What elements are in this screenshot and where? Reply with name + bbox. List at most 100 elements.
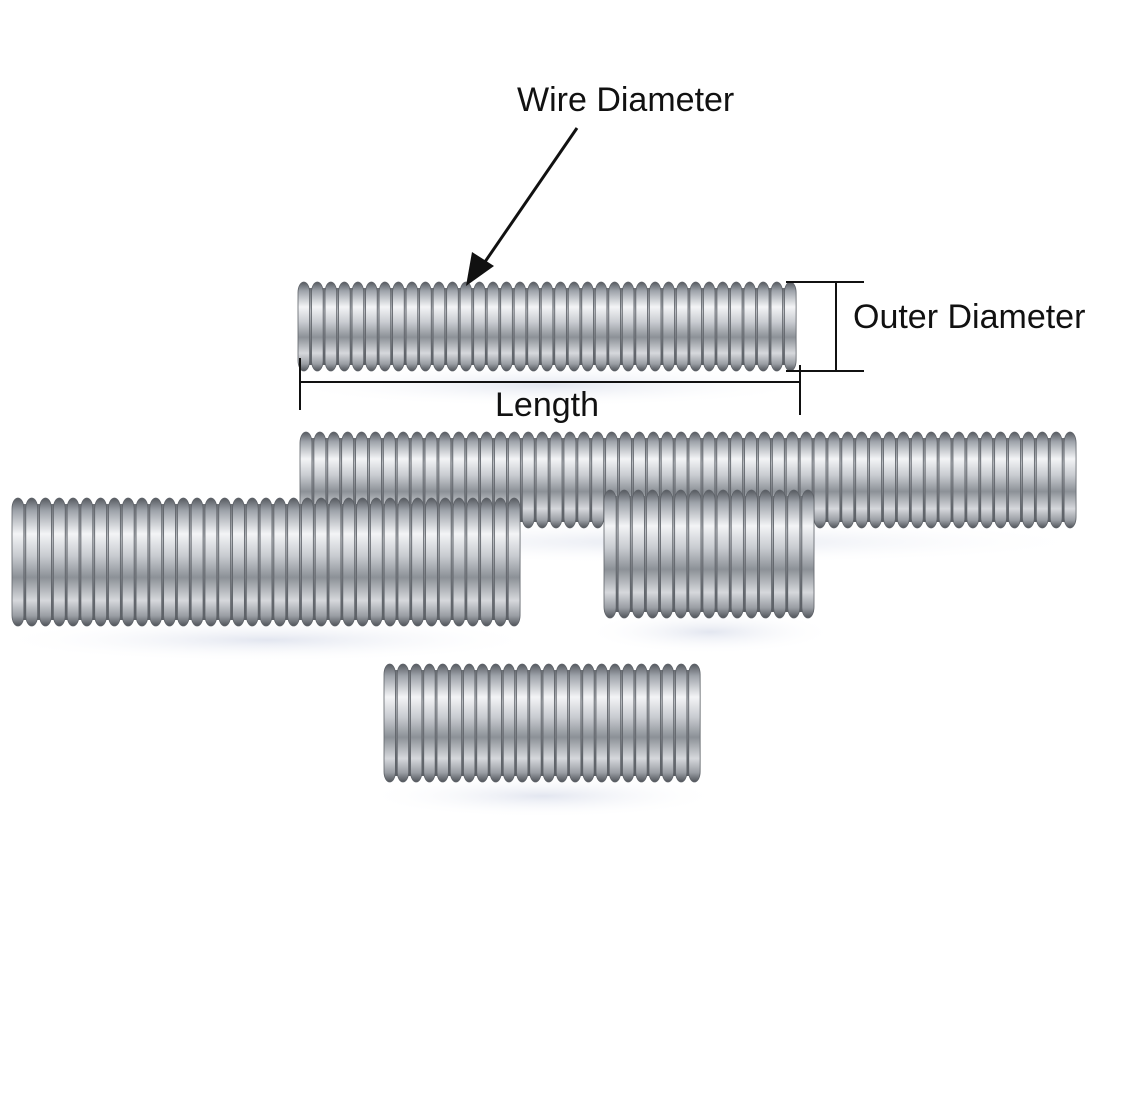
spring-left-coil xyxy=(507,497,521,627)
length-dimension xyxy=(299,358,801,415)
spring-short-right-coil xyxy=(702,489,716,619)
spring-bottom-coil xyxy=(489,663,502,783)
spring-left-coil xyxy=(149,497,163,627)
spring-bottom-coil xyxy=(555,663,569,783)
spring-left-coil xyxy=(94,497,107,627)
spring-long-coil xyxy=(549,431,563,529)
spring-bottom-coil xyxy=(463,663,476,783)
wire-diameter-arrow xyxy=(476,127,579,273)
spring-reference-coil xyxy=(743,281,756,372)
spring-reference-coil xyxy=(675,281,689,372)
spring-short-right-coil xyxy=(631,489,645,619)
spring-left-coil xyxy=(452,497,466,627)
spring-long-coil xyxy=(869,431,882,529)
spring-reference-coil xyxy=(770,281,783,372)
spring-reference-coil xyxy=(446,281,459,372)
spring-left-coil xyxy=(287,497,300,627)
spring-short-right xyxy=(603,489,815,619)
spring-long-coil xyxy=(1063,431,1077,529)
spring-bottom xyxy=(383,663,701,783)
spring-reference-coil xyxy=(473,281,486,372)
spring-long-coil xyxy=(535,431,549,529)
spring-reference-coil xyxy=(500,281,513,372)
spring-reference-coil xyxy=(581,281,594,372)
spring-bottom-coil xyxy=(383,663,396,783)
spring-long-coil xyxy=(938,431,952,529)
spring-short-right-coil xyxy=(617,489,631,619)
spring-long-coil xyxy=(924,431,938,529)
spring-bottom-coil xyxy=(410,663,423,783)
spring-short-right-coil xyxy=(759,489,773,619)
spring-bottom-coil xyxy=(529,663,542,783)
spring-reference-coil xyxy=(716,281,729,372)
spring-reference-coil xyxy=(554,281,567,372)
spring-reference-coil xyxy=(392,281,405,372)
spring-bottom-coil xyxy=(516,663,529,783)
spring-short-right-coil xyxy=(787,489,801,619)
spring-bottom-coil xyxy=(449,663,463,783)
spring-reference-coil xyxy=(757,281,770,372)
spring-reference-coil xyxy=(608,281,621,372)
spring-long-coil xyxy=(855,431,869,529)
spring-left-coil xyxy=(121,497,135,627)
spring-left-coil xyxy=(342,497,356,627)
spring-long-coil xyxy=(521,431,535,529)
spring-bottom-shadow xyxy=(364,774,722,818)
spring-bottom-coil xyxy=(582,663,595,783)
spring-left-coil xyxy=(480,497,493,627)
spring-left-coil xyxy=(494,497,507,627)
spring-reference-coil xyxy=(351,281,365,372)
wire-diameter-label: Wire Diameter xyxy=(517,81,735,119)
spring-reference-coil xyxy=(324,281,338,372)
spring-left-coil xyxy=(39,497,52,627)
spring-long-coil xyxy=(841,431,855,529)
spring-short-right-coil xyxy=(744,489,758,619)
spring-long-coil xyxy=(910,431,924,529)
outer-diameter-label: Outer Diameter xyxy=(853,298,1086,336)
spring-long-coil xyxy=(994,431,1007,529)
wire-diameter-arrowhead xyxy=(466,252,494,286)
length-label: Length xyxy=(495,386,599,424)
spring-reference-coil xyxy=(648,281,662,372)
spring-left-shadow xyxy=(0,618,542,662)
spring-left-coil xyxy=(177,497,190,627)
spring-long-coil xyxy=(1035,431,1049,529)
spring-left-coil xyxy=(80,497,94,627)
spring-short-right-coil xyxy=(801,489,815,619)
spring-reference-coil xyxy=(540,281,554,372)
spring-bottom-coil xyxy=(661,663,675,783)
spring-left-coil xyxy=(466,497,480,627)
spring-left-coil xyxy=(135,497,149,627)
spring-bottom-coil xyxy=(476,663,489,783)
spring-left-coil xyxy=(204,497,218,627)
spring-long-coil xyxy=(1022,431,1035,529)
spring-left-coil xyxy=(163,497,176,627)
spring-reference-shadow xyxy=(278,363,818,407)
spring-reference-coil xyxy=(378,281,392,372)
spring-bottom-coil xyxy=(569,663,582,783)
spring-left-coil xyxy=(52,497,66,627)
spring-short-right-coil xyxy=(730,489,744,619)
spring-short-right-coil xyxy=(773,489,787,619)
spring-bottom-coil xyxy=(622,663,635,783)
spring-reference-coil xyxy=(594,281,608,372)
spring-bottom-coil xyxy=(396,663,410,783)
spring-left-coil xyxy=(425,497,438,627)
spring-left-coil xyxy=(25,497,39,627)
spring-left-coil xyxy=(369,497,383,627)
spring-left xyxy=(11,497,521,627)
spring-reference-coil xyxy=(459,281,473,372)
spring-reference-coil xyxy=(365,281,378,372)
spring-short-right-shadow xyxy=(584,610,836,654)
spring-reference-coil xyxy=(621,281,635,372)
spring-left-coil xyxy=(66,497,80,627)
spring-long-coil xyxy=(980,431,994,529)
spring-reference-coil xyxy=(419,281,432,372)
spring-long-coil xyxy=(1049,431,1063,529)
spring-bottom-coil xyxy=(635,663,648,783)
spring-long-coil xyxy=(952,431,966,529)
spring-left-coil xyxy=(356,497,369,627)
spring-long-coil xyxy=(591,431,605,529)
spring-reference-coil xyxy=(486,281,500,372)
